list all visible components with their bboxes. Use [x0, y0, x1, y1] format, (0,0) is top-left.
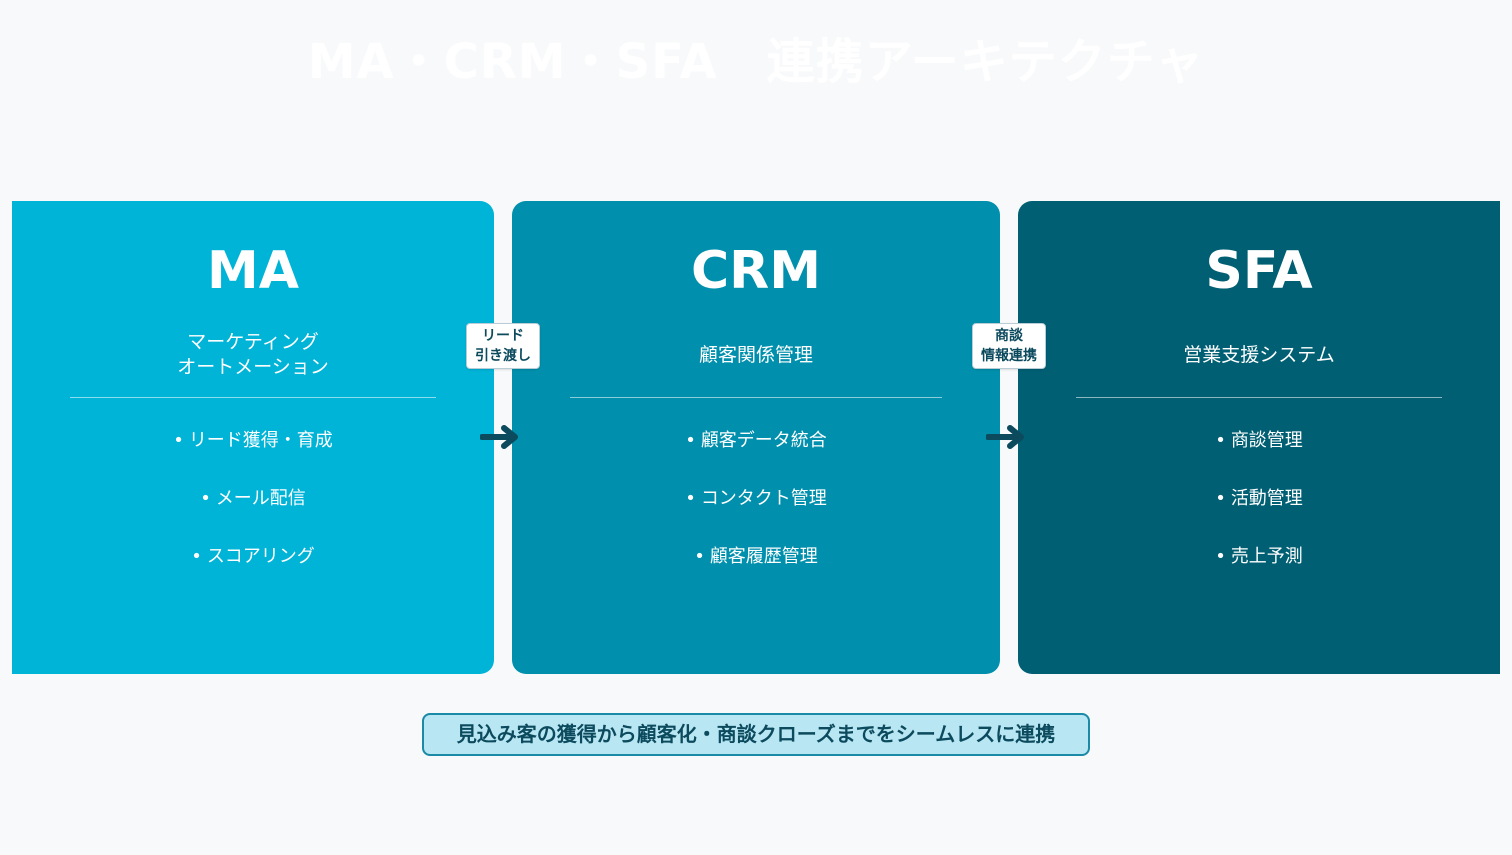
card-title-sfa: SFA — [1205, 241, 1313, 301]
feature-item: スコアリング — [12, 543, 494, 601]
card-divider — [1076, 397, 1442, 398]
feature-item: 活動管理 — [1018, 485, 1500, 543]
feature-list-sfa: 商談管理 活動管理 売上予測 — [1018, 427, 1500, 601]
card-divider — [570, 397, 942, 398]
feature-item: コンタクト管理 — [512, 485, 1000, 543]
crm-card: CRM 顧客関係管理 顧客データ統合 コンタクト管理 顧客履歴管理 — [512, 201, 1000, 674]
arrow-right-icon — [986, 425, 1024, 449]
feature-item: リード獲得・育成 — [12, 427, 494, 485]
card-subtitle-crm: 顧客関係管理 — [698, 343, 813, 366]
feature-item: 顧客データ統合 — [512, 427, 1000, 485]
card-divider — [70, 397, 436, 398]
sfa-card: SFA 営業支援システム 商談管理 活動管理 売上予測 — [1018, 201, 1500, 674]
card-title-ma: MA — [207, 241, 299, 301]
card-subtitle-sfa: 営業支援システム — [1183, 343, 1335, 366]
feature-item: メール配信 — [12, 485, 494, 543]
handoff-label-deal: 商談 情報連携 — [972, 323, 1046, 369]
arrow-right-icon — [480, 425, 518, 449]
ma-card: MA マーケティング オートメーション リード獲得・育成 メール配信 スコアリン… — [12, 201, 494, 674]
summary-banner: 見込み客の獲得から顧客化・商談クローズまでをシームレスに連携 — [422, 713, 1090, 756]
page-title: MA・CRM・SFA 連携アーキテクチャ — [307, 34, 1205, 90]
feature-item: 売上予測 — [1018, 543, 1500, 601]
card-subtitle-ma: マーケティング オートメーション — [177, 331, 329, 378]
feature-list-crm: 顧客データ統合 コンタクト管理 顧客履歴管理 — [512, 427, 1000, 601]
feature-item: 商談管理 — [1018, 427, 1500, 485]
feature-item: 顧客履歴管理 — [512, 543, 1000, 601]
card-title-crm: CRM — [691, 241, 821, 301]
handoff-label-lead: リード 引き渡し — [466, 323, 540, 369]
feature-list-ma: リード獲得・育成 メール配信 スコアリング — [12, 427, 494, 601]
